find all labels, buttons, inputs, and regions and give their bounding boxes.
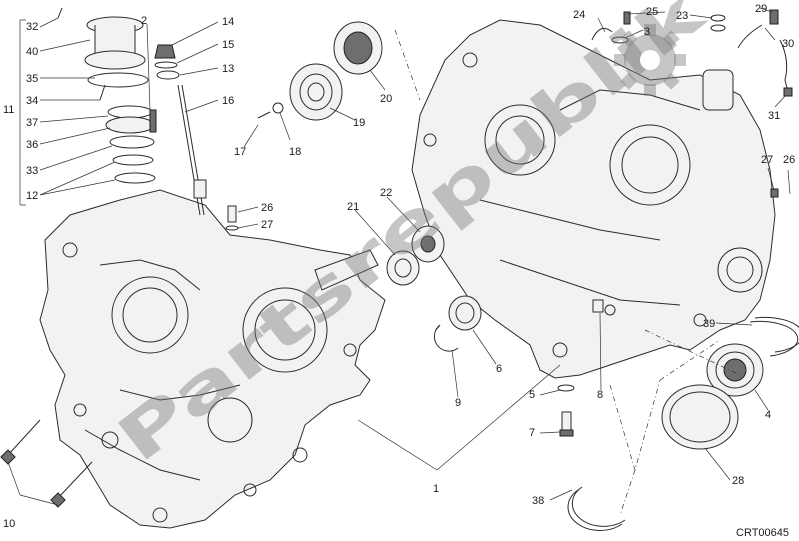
callout-29[interactable]: 29 — [755, 3, 767, 15]
callout-17[interactable]: 17 — [234, 146, 246, 158]
oil-tube — [177, 84, 207, 216]
callout-26-right[interactable]: 26 — [783, 154, 795, 166]
callout-5[interactable]: 5 — [529, 389, 535, 401]
callout-10[interactable]: 10 — [3, 518, 15, 530]
callout-6[interactable]: 6 — [496, 363, 502, 375]
callout-12[interactable]: 12 — [26, 190, 38, 202]
callout-37[interactable]: 37 — [26, 117, 38, 129]
callout-14[interactable]: 14 — [222, 16, 234, 28]
callout-9[interactable]: 9 — [455, 397, 461, 409]
main-bearing-and-seal — [567, 316, 799, 531]
assembly-centre-lines — [394, 29, 741, 516]
bearing-assembly-middle — [386, 225, 482, 352]
callout-labels: 32 40 35 34 37 36 33 12 11 2 14 15 13 16… — [3, 3, 795, 530]
callout-30[interactable]: 30 — [782, 38, 794, 50]
callout-21[interactable]: 21 — [347, 201, 359, 213]
dowel-and-ring-left — [225, 205, 239, 231]
callout-7[interactable]: 7 — [529, 427, 535, 439]
left-crankcase-half — [39, 189, 386, 529]
callout-34[interactable]: 34 — [26, 95, 38, 107]
callout-26-left[interactable]: 26 — [261, 202, 273, 214]
callout-8[interactable]: 8 — [597, 389, 603, 401]
callout-28[interactable]: 28 — [732, 475, 744, 487]
callout-3[interactable]: 3 — [644, 26, 650, 38]
callout-39[interactable]: 39 — [703, 318, 715, 330]
filler-cap-parts — [154, 44, 180, 80]
callout-16[interactable]: 16 — [222, 95, 234, 107]
callout-35[interactable]: 35 — [26, 73, 38, 85]
callout-27-left[interactable]: 27 — [261, 219, 273, 231]
callout-4[interactable]: 4 — [765, 409, 771, 421]
callout-22[interactable]: 22 — [380, 187, 392, 199]
callout-33[interactable]: 33 — [26, 165, 38, 177]
callout-25[interactable]: 25 — [646, 6, 658, 18]
callout-27-right[interactable]: 27 — [761, 154, 773, 166]
drain-bolt-parts — [557, 299, 604, 437]
callout-32[interactable]: 32 — [26, 21, 38, 33]
bearing-assembly-top — [257, 21, 383, 121]
callout-31[interactable]: 31 — [768, 110, 780, 122]
diagram-code: CRT00645 — [736, 527, 789, 539]
callout-2[interactable]: 2 — [141, 15, 147, 27]
callout-19[interactable]: 19 — [353, 117, 365, 129]
leader-lines — [7, 7, 791, 506]
callout-20[interactable]: 20 — [380, 93, 392, 105]
right-crankcase-half — [411, 19, 776, 379]
callout-38[interactable]: 38 — [532, 495, 544, 507]
callout-1[interactable]: 1 — [433, 483, 439, 495]
callout-13[interactable]: 13 — [222, 63, 234, 75]
callout-11[interactable]: 11 — [3, 104, 14, 116]
callout-24[interactable]: 24 — [573, 9, 585, 21]
crankcase-bolts — [0, 419, 93, 508]
callout-36[interactable]: 36 — [26, 139, 38, 151]
sensor-and-fittings — [591, 9, 793, 198]
water-pump-assembly — [57, 7, 157, 184]
callout-23[interactable]: 23 — [676, 10, 688, 22]
callout-40[interactable]: 40 — [26, 46, 38, 58]
callout-18[interactable]: 18 — [289, 146, 301, 158]
callout-15[interactable]: 15 — [222, 39, 234, 51]
